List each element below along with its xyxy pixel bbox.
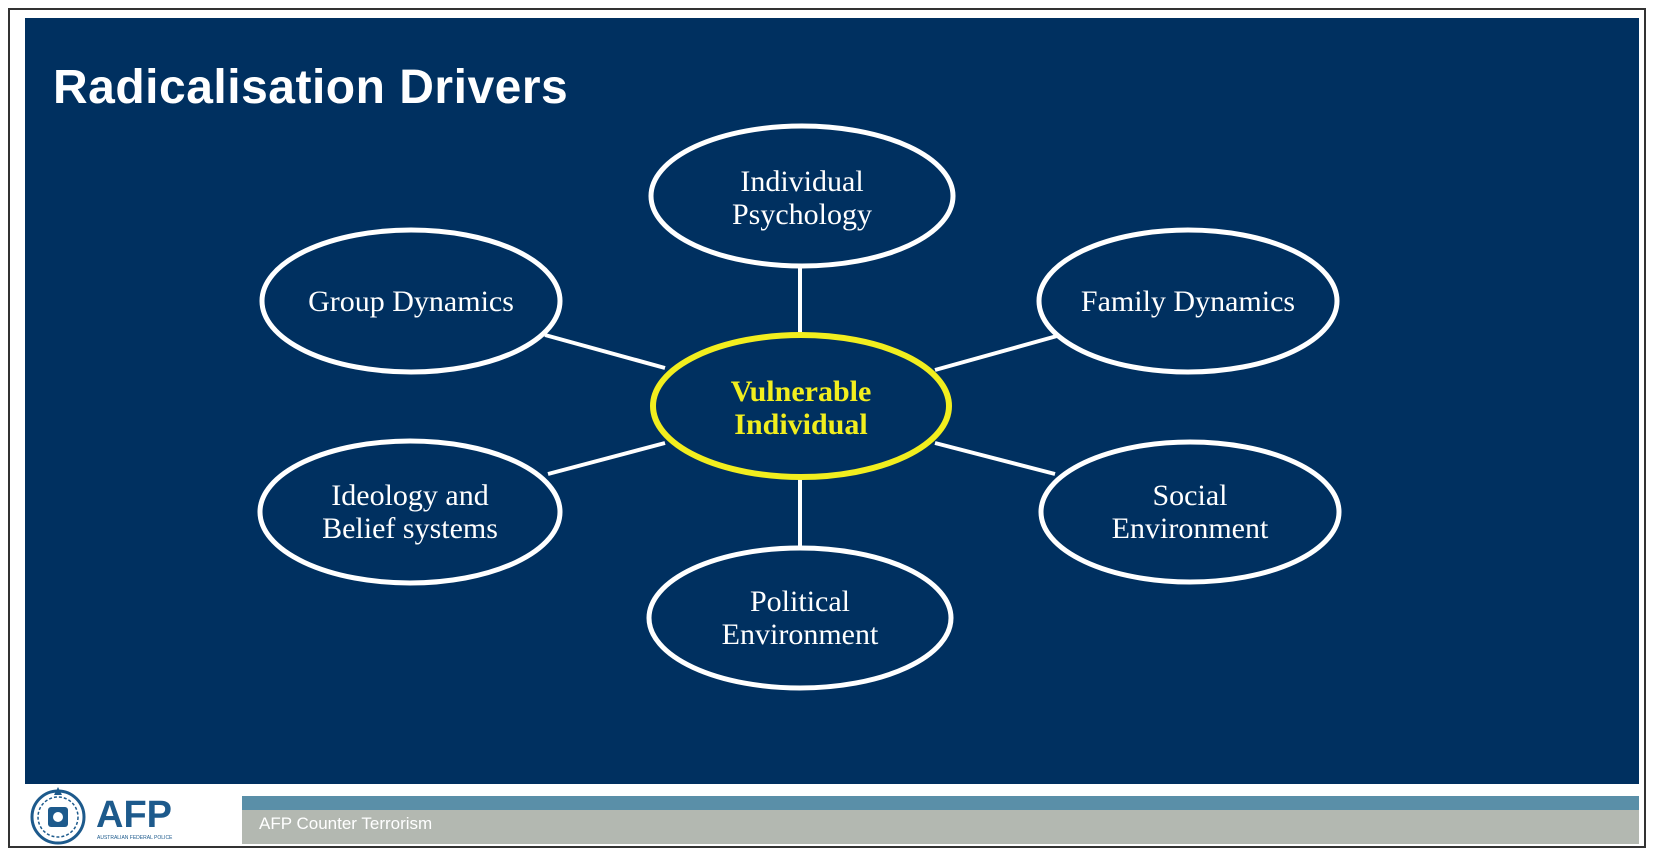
- connector-social-environment: [934, 441, 1056, 476]
- node-label-line: Belief systems: [322, 512, 498, 545]
- node-outline: [259, 227, 563, 375]
- node-label-line: Family Dynamics: [1081, 285, 1295, 318]
- node-label-line: Environment: [1112, 512, 1269, 545]
- connector-ideology-belief: [547, 441, 666, 476]
- node-individual-psychology: Individual Psychology: [648, 123, 956, 269]
- node-political-environment: Political Environment: [646, 545, 954, 691]
- radicalisation-diagram: Individual Psychology Family Dynamics So…: [257, 123, 1342, 691]
- node-family-dynamics: Family Dynamics: [1036, 227, 1340, 375]
- afp-logo: AFP AUSTRALIAN FEDERAL POLICE: [30, 787, 173, 845]
- node-label-line: Group Dynamics: [308, 285, 514, 318]
- node-outline: [646, 545, 954, 691]
- node-label-line: Political: [750, 585, 850, 618]
- node-ideology-belief: Ideology and Belief systems: [257, 438, 563, 586]
- connector-group-dynamics: [544, 333, 666, 370]
- node-label-line: Psychology: [732, 198, 872, 231]
- footer-banner-text: AFP Counter Terrorism: [259, 814, 433, 833]
- footer-banner: [242, 810, 1639, 844]
- slide-panel: Radicalisation Drivers Individual Psycho…: [25, 18, 1639, 784]
- slide-title: Radicalisation Drivers: [53, 61, 569, 114]
- node-label-line: Ideology and: [331, 479, 488, 512]
- node-outline: [257, 438, 563, 586]
- center-label-line: Individual: [734, 408, 867, 441]
- logo-text: AFP: [96, 794, 172, 836]
- crest-icon: [30, 787, 86, 845]
- node-label-line: Environment: [722, 618, 879, 651]
- center-label-line: Vulnerable: [731, 375, 872, 408]
- node-label-line: Individual: [740, 165, 863, 198]
- center-outline: [650, 332, 952, 480]
- node-group-dynamics: Group Dynamics: [259, 227, 563, 375]
- node-social-environment: Social Environment: [1038, 439, 1342, 585]
- connector-family-dynamics: [934, 334, 1058, 372]
- node-vulnerable-individual: Vulnerable Individual: [650, 332, 952, 480]
- node-outline: [1038, 439, 1342, 585]
- node-outline: [1036, 227, 1340, 375]
- node-label-line: Social: [1153, 479, 1228, 512]
- connectors: [544, 268, 1058, 548]
- node-outline: [648, 123, 956, 269]
- footer-accent-bar: [242, 796, 1639, 810]
- logo-subtext: AUSTRALIAN FEDERAL POLICE: [97, 835, 173, 841]
